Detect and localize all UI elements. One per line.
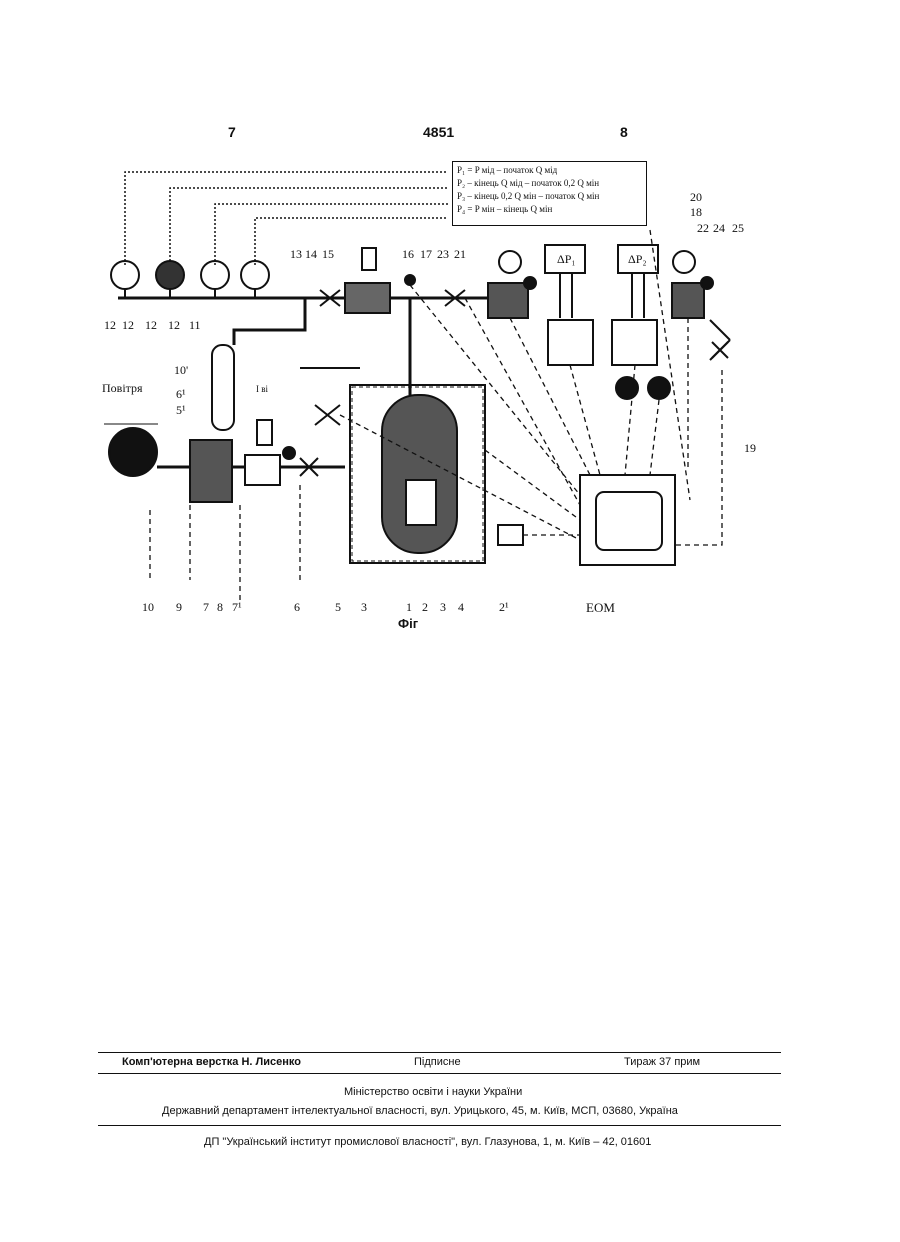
footer-rule-top [98,1052,781,1053]
bottom-label: 9 [176,600,182,615]
ref-label: 22 [697,221,709,236]
gauge-label: 12 [122,318,134,333]
schematic-diagram [0,0,900,700]
dp2-label: ΔP₂ [628,252,647,267]
inlet-label: Повітря [102,381,143,396]
signed-note: Підписне [414,1056,461,1068]
bottom-label: 1 [406,600,412,615]
bottom-label: 8 [217,600,223,615]
legend-line: P₃ – кінець 0,2 Q мін – початок Q мін [457,190,642,203]
ref-label: 10' [174,363,188,378]
ref-label: 20 [690,190,702,205]
ref-label: I ві [256,384,268,394]
bottom-label: 3 [361,600,367,615]
bottom-label: 6 [294,600,300,615]
ref-label: 17 [420,247,432,262]
footer-rule-bottom [98,1125,781,1126]
ref-label: 14 [305,247,317,262]
bottom-label: 7 [203,600,209,615]
gauge-label: 12 [104,318,116,333]
bottom-label: 10 [142,600,154,615]
ref-label: 23 [437,247,449,262]
figure-caption: Фіг [398,616,418,631]
institute-line: ДП "Український інститут промислової вла… [204,1136,651,1148]
pressure-legend-box: P₁ = P мід – початок Q мід P₂ – кінець Q… [452,161,647,226]
gauge-label: 12 [168,318,180,333]
bottom-label: 3 [440,600,446,615]
gauge-label: 12 [145,318,157,333]
ref-label: 25 [732,221,744,236]
ref-label: 16 [402,247,414,262]
ref-label: 19 [744,441,756,456]
ref-label: 21 [454,247,466,262]
legend-line: P₄ = P мін – кінець Q мін [457,203,642,216]
gauge-label: 11 [189,318,201,333]
legend-line: P₂ – кінець Q мід – початок 0,2 Q мін [457,177,642,190]
department-line: Державний департамент інтелектуальної вл… [162,1105,678,1117]
computer-label: ЕОМ [586,600,615,616]
ref-label: 15 [322,247,334,262]
ref-label: 5¹ [176,403,186,418]
ref-label: 24 [713,221,725,236]
ministry-line: Міністерство освіти і науки України [344,1086,522,1098]
ref-label: 13 [290,247,302,262]
footer-rule-middle [98,1073,781,1074]
bottom-label: 5 [335,600,341,615]
bottom-label: 4 [458,600,464,615]
ref-label: 6¹ [176,387,186,402]
dp1-label: ΔP₁ [557,252,576,267]
ref-label: 18 [690,205,702,220]
bottom-label: 2¹ [499,600,509,615]
bottom-label: 7¹ [232,600,242,615]
circulation-note: Тираж 37 прим [624,1056,700,1068]
typesetting-credit: Комп'ютерна верстка Н. Лисенко [122,1056,301,1068]
legend-line: P₁ = P мід – початок Q мід [457,164,642,177]
bottom-label: 2 [422,600,428,615]
